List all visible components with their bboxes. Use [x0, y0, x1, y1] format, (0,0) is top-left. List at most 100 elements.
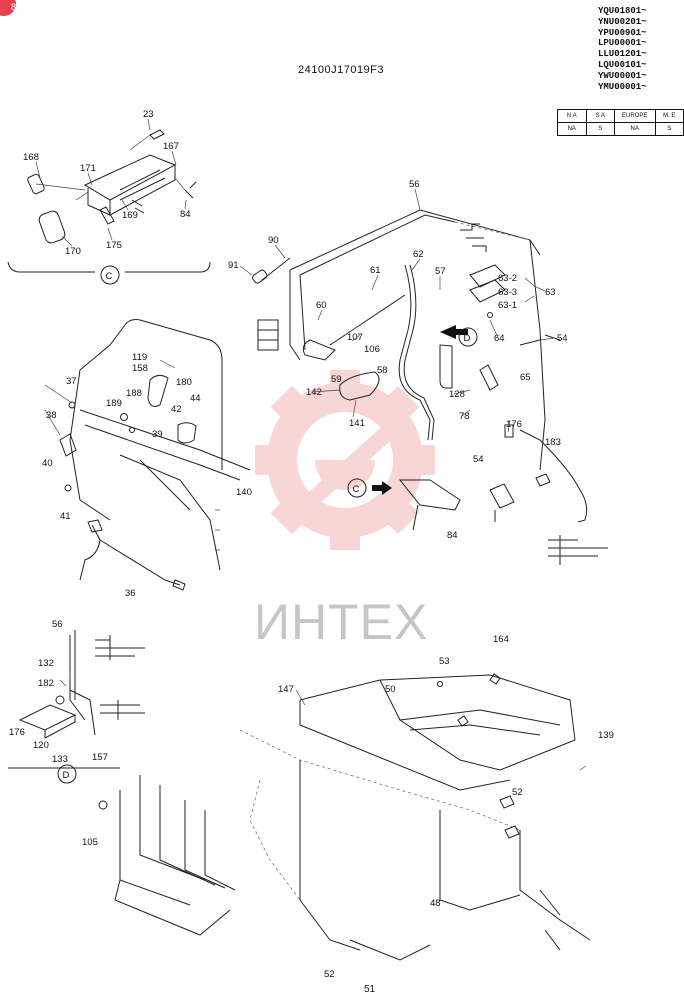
section-mark-label: C [353, 484, 360, 495]
callout-label: 183 [545, 437, 561, 448]
section-mark-c-mid [347, 478, 367, 498]
callout-label: 48 [430, 898, 441, 909]
callout-label: 119 [132, 352, 147, 363]
detail-c-bracket-group [27, 129, 197, 244]
serial-number-list: YQU01801~ YNU00201~ YPU00901~ LPU00001~ … [598, 6, 647, 92]
callout-label: 120 [33, 740, 49, 751]
callout-label: 142 [306, 387, 322, 398]
callout-label: 175 [106, 240, 122, 251]
watermark-text: ИНТЕХ [254, 594, 429, 650]
callout-label: 50 [385, 684, 396, 695]
section-mark-label: D [63, 770, 70, 781]
callout-label: 164 [493, 634, 509, 645]
callout-label: 133 [52, 754, 68, 765]
callout-label: 167 [163, 141, 179, 152]
callout-label: 63-3 [498, 287, 517, 298]
callout-label: 105 [82, 837, 98, 848]
callout-label: 106 [364, 344, 380, 355]
callout-label: 188 [126, 388, 142, 399]
cab-frame-group [252, 209, 608, 565]
callout-label: 189 [106, 398, 122, 409]
callout-label: 158 [132, 363, 148, 374]
section-mark-c-top [100, 265, 120, 285]
section-mark-label: C [106, 271, 113, 282]
corner-badge: 8 [0, 0, 16, 16]
callout-label: 63-2 [498, 273, 517, 284]
callout-label: 56 [52, 619, 63, 630]
serial-item: YWU00001~ [598, 70, 647, 81]
arrow-right-icon [372, 481, 392, 495]
callout-label: 90 [268, 235, 279, 246]
callout-label: 40 [42, 458, 53, 469]
callout-label: 176 [506, 419, 522, 430]
drawing-code: 24100J17019F3 [298, 64, 385, 76]
detail-d-group [18, 630, 145, 739]
serial-item: YQU01801~ [598, 6, 647, 16]
callout-label: 182 [38, 678, 54, 689]
serial-item: YPU00901~ [598, 27, 647, 38]
market-header: M. E [654, 109, 684, 123]
callout-label: 44 [190, 393, 201, 404]
body-floor-group [98, 673, 591, 961]
callout-label: 84 [447, 530, 458, 541]
watermark-gear-icon [255, 370, 435, 550]
page-number: 51 [364, 984, 376, 995]
callout-label: 140 [236, 487, 252, 498]
detail-c-divider [7, 261, 211, 273]
callout-label: 38 [46, 410, 57, 421]
callout-labels: 23 168 167 171 169 84 170 175 56 90 91 6… [9, 109, 614, 980]
arrow-left-icon [440, 325, 468, 339]
callout-label: 58 [377, 365, 388, 376]
callout-label: 78 [459, 411, 470, 422]
callout-label: 56 [409, 179, 420, 190]
callout-label: 57 [435, 266, 446, 277]
callout-label: 54 [557, 333, 568, 344]
callout-label: 169 [122, 210, 138, 221]
callout-label: 36 [125, 588, 136, 599]
callout-label: 139 [598, 730, 614, 741]
leader-lines [35, 118, 556, 433]
serial-item: YNU00201~ [598, 16, 647, 27]
callout-label: 84 [180, 209, 191, 220]
callout-label: 23 [143, 109, 154, 120]
callout-label: 157 [92, 752, 108, 763]
callout-label: 176 [9, 727, 25, 738]
callout-label: 141 [349, 418, 365, 429]
serial-item: YMU00001~ [598, 81, 647, 92]
callout-label: 65 [520, 372, 531, 383]
callout-label: 107 [347, 332, 363, 343]
callout-label: 37 [66, 376, 77, 387]
callout-label: 168 [23, 152, 39, 163]
section-mark-d-mid [458, 327, 478, 347]
market-value: S [585, 122, 615, 136]
callout-label: 39 [152, 429, 163, 440]
callout-label: 52 [324, 969, 335, 980]
market-value: S [654, 122, 684, 136]
callout-label: 63 [545, 287, 556, 298]
serial-item: LQU00101~ [598, 59, 647, 70]
section-mark-d-bottom [57, 764, 77, 784]
callout-label: 61 [370, 265, 381, 276]
market-table: N A S A EUROPE M. E NA S NA S [557, 109, 684, 136]
serial-item: LLU01201~ [598, 49, 647, 60]
callout-label: 91 [228, 260, 239, 271]
market-value-row: NA S NA S [557, 122, 684, 136]
dashboard-panel-group [44, 319, 251, 591]
callout-label: 59 [331, 374, 342, 385]
callout-label: 171 [80, 163, 96, 174]
callout-label: 41 [60, 511, 71, 522]
callout-label: 64 [494, 333, 505, 344]
callout-label: 62 [413, 249, 424, 260]
callout-label: 52 [512, 787, 523, 798]
serial-item: LPU00001~ [598, 38, 647, 49]
section-mark-label: D [464, 333, 471, 344]
callout-label: 132 [38, 658, 54, 669]
callout-label: 180 [176, 377, 192, 388]
callout-label: 147 [278, 684, 294, 695]
callout-label: 128 [449, 389, 465, 400]
callout-label: 170 [65, 246, 81, 257]
callout-label: 54 [473, 454, 484, 465]
callout-label: 42 [171, 404, 182, 415]
callout-label: 53 [439, 656, 450, 667]
